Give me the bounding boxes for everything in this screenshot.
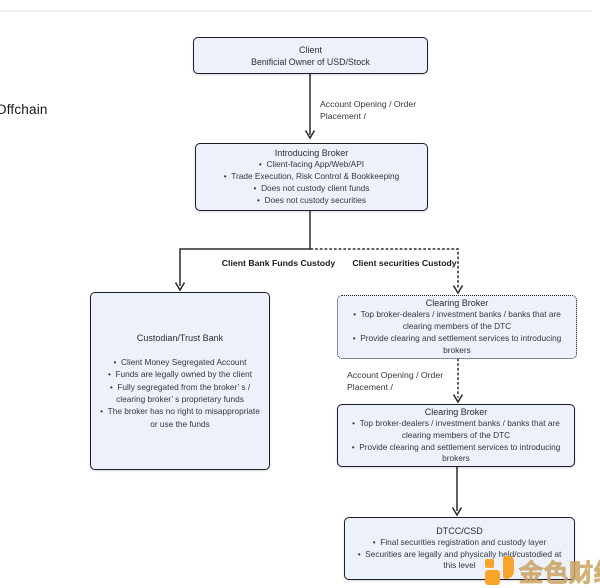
- bullet-item: Provide clearing and settlement services…: [344, 333, 570, 357]
- node-client-subtitle: Benificial Owner of USD/Stock: [251, 56, 370, 67]
- bullet-item: Trade Execution, Risk Control & Bookkeep…: [202, 171, 421, 183]
- node-dtcc-csd-bullets: Final securities registration and custod…: [351, 537, 568, 572]
- node-clearing-broker-upper-title: Clearing Broker: [425, 298, 489, 309]
- node-introducing-broker-title: Introducing Broker: [274, 148, 349, 159]
- label-client-securities-custody: Client securities Custody: [352, 258, 457, 268]
- edge-label-account-opening-top: Account Opening / Order Placement /: [320, 99, 417, 121]
- bullet-item: Top broker-dealers / investment banks / …: [344, 418, 568, 442]
- bullet-item: Securities are legally and physically he…: [351, 549, 568, 573]
- edge-client-to-introducing-broker: [304, 74, 316, 140]
- node-introducing-broker: Introducing Broker Client-facing App/Web…: [195, 143, 428, 211]
- edge-introducing-broker-to-clearing-broker: [310, 248, 459, 289]
- label-client-bank-funds-custody: Client Bank Funds Custody: [221, 258, 336, 268]
- top-divider: [0, 10, 592, 12]
- bullet-item: Client-facing App/Web/API: [202, 159, 421, 171]
- node-dtcc-csd: DTCC/CSD Final securities registration a…: [344, 517, 575, 580]
- bullet-item: Provide clearing and settlement services…: [344, 442, 568, 466]
- node-introducing-broker-bullets: Client-facing App/Web/APITrade Execution…: [202, 159, 421, 206]
- bullet-item: Does not custody securities: [202, 195, 421, 207]
- arrowhead: [452, 394, 464, 404]
- arrowhead: [452, 285, 464, 295]
- node-custodian-trust-bank: Custodian/Trust Bank Client Money Segreg…: [90, 292, 270, 470]
- edge-introducing-broker-to-custodian: [174, 211, 311, 292]
- jinse-logo-icon: [484, 556, 514, 585]
- bullet-item: Top broker-dealers / investment banks / …: [344, 309, 570, 333]
- edge-clearing-to-dtcc: [451, 467, 463, 517]
- node-client: Client Benificial Owner of USD/Stock: [193, 37, 428, 74]
- node-dtcc-csd-title: DTCC/CSD: [436, 525, 483, 536]
- bullet-item: Does not custody client funds: [202, 183, 421, 195]
- node-custodian-title: Custodian/Trust Bank: [136, 332, 224, 343]
- bullet-item: The broker has no right to misappropriat…: [99, 405, 261, 430]
- jinse-finance-watermark: 金色财经: [484, 553, 600, 588]
- offchain-region-label: Offchain: [0, 102, 48, 117]
- node-client-title: Client: [298, 44, 322, 55]
- bullet-item: Funds are legally owned by the client: [99, 368, 261, 380]
- node-clearing-broker-upper: Clearing Broker Top broker-dealers / inv…: [337, 295, 577, 359]
- node-clearing-broker-upper-bullets: Top broker-dealers / investment banks / …: [344, 309, 570, 356]
- bullet-item: Fully segregated from the broker’ s / cl…: [99, 381, 261, 406]
- edge-label-account-opening-mid: Account Opening / Order Placement /: [347, 370, 444, 392]
- bullet-item: Client Money Segregated Account: [99, 356, 261, 368]
- node-clearing-broker-lower-bullets: Top broker-dealers / investment banks / …: [344, 418, 568, 465]
- watermark-text: 金色财经: [519, 560, 600, 588]
- node-clearing-broker-lower: Clearing Broker Top broker-dealers / inv…: [337, 404, 575, 467]
- node-custodian-bullets: Client Money Segregated AccountFunds are…: [99, 356, 261, 430]
- node-clearing-broker-lower-title: Clearing Broker: [424, 406, 488, 417]
- bullet-item: Final securities registration and custod…: [351, 537, 568, 549]
